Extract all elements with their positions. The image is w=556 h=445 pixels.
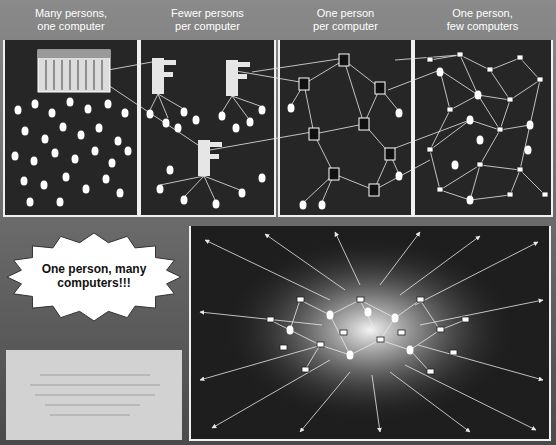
- panel-heading: One person, few computers: [413, 2, 552, 38]
- person-dots: [437, 68, 534, 205]
- person-dots: [147, 106, 266, 209]
- person-dots: [287, 308, 414, 360]
- network-lines: [150, 94, 260, 200]
- mainframe-icon: [38, 50, 110, 92]
- note-box: [6, 350, 182, 440]
- starburst-outline: [7, 233, 181, 321]
- panel-heading: Many persons, one computer: [4, 2, 138, 38]
- network-lines: [270, 300, 465, 372]
- network-lines: [108, 55, 470, 188]
- panel-heading: Fewer persons per computer: [140, 2, 275, 38]
- network-lines: [292, 60, 398, 202]
- heading-text: One person per computer: [313, 7, 379, 32]
- computer-squares: [267, 297, 469, 374]
- pc-icon: [299, 54, 395, 196]
- radiating-arrows: [200, 232, 543, 432]
- panel-frames: [4, 40, 552, 440]
- minicomputer-icon: [152, 58, 250, 176]
- heading-text: One person, few computers: [445, 7, 521, 32]
- callout-text: One person, many computers!!!: [35, 263, 153, 291]
- heading-text: Many persons, one computer: [30, 7, 112, 32]
- computer-squares: [427, 52, 548, 197]
- heading-text: Fewer persons per computer: [167, 7, 249, 32]
- starburst-callout: One person, many computers!!!: [6, 232, 182, 322]
- network-lines: [430, 55, 545, 200]
- person-dots: [12, 98, 132, 207]
- panel-heading: One person per computer: [279, 2, 412, 38]
- person-dots: [288, 104, 403, 210]
